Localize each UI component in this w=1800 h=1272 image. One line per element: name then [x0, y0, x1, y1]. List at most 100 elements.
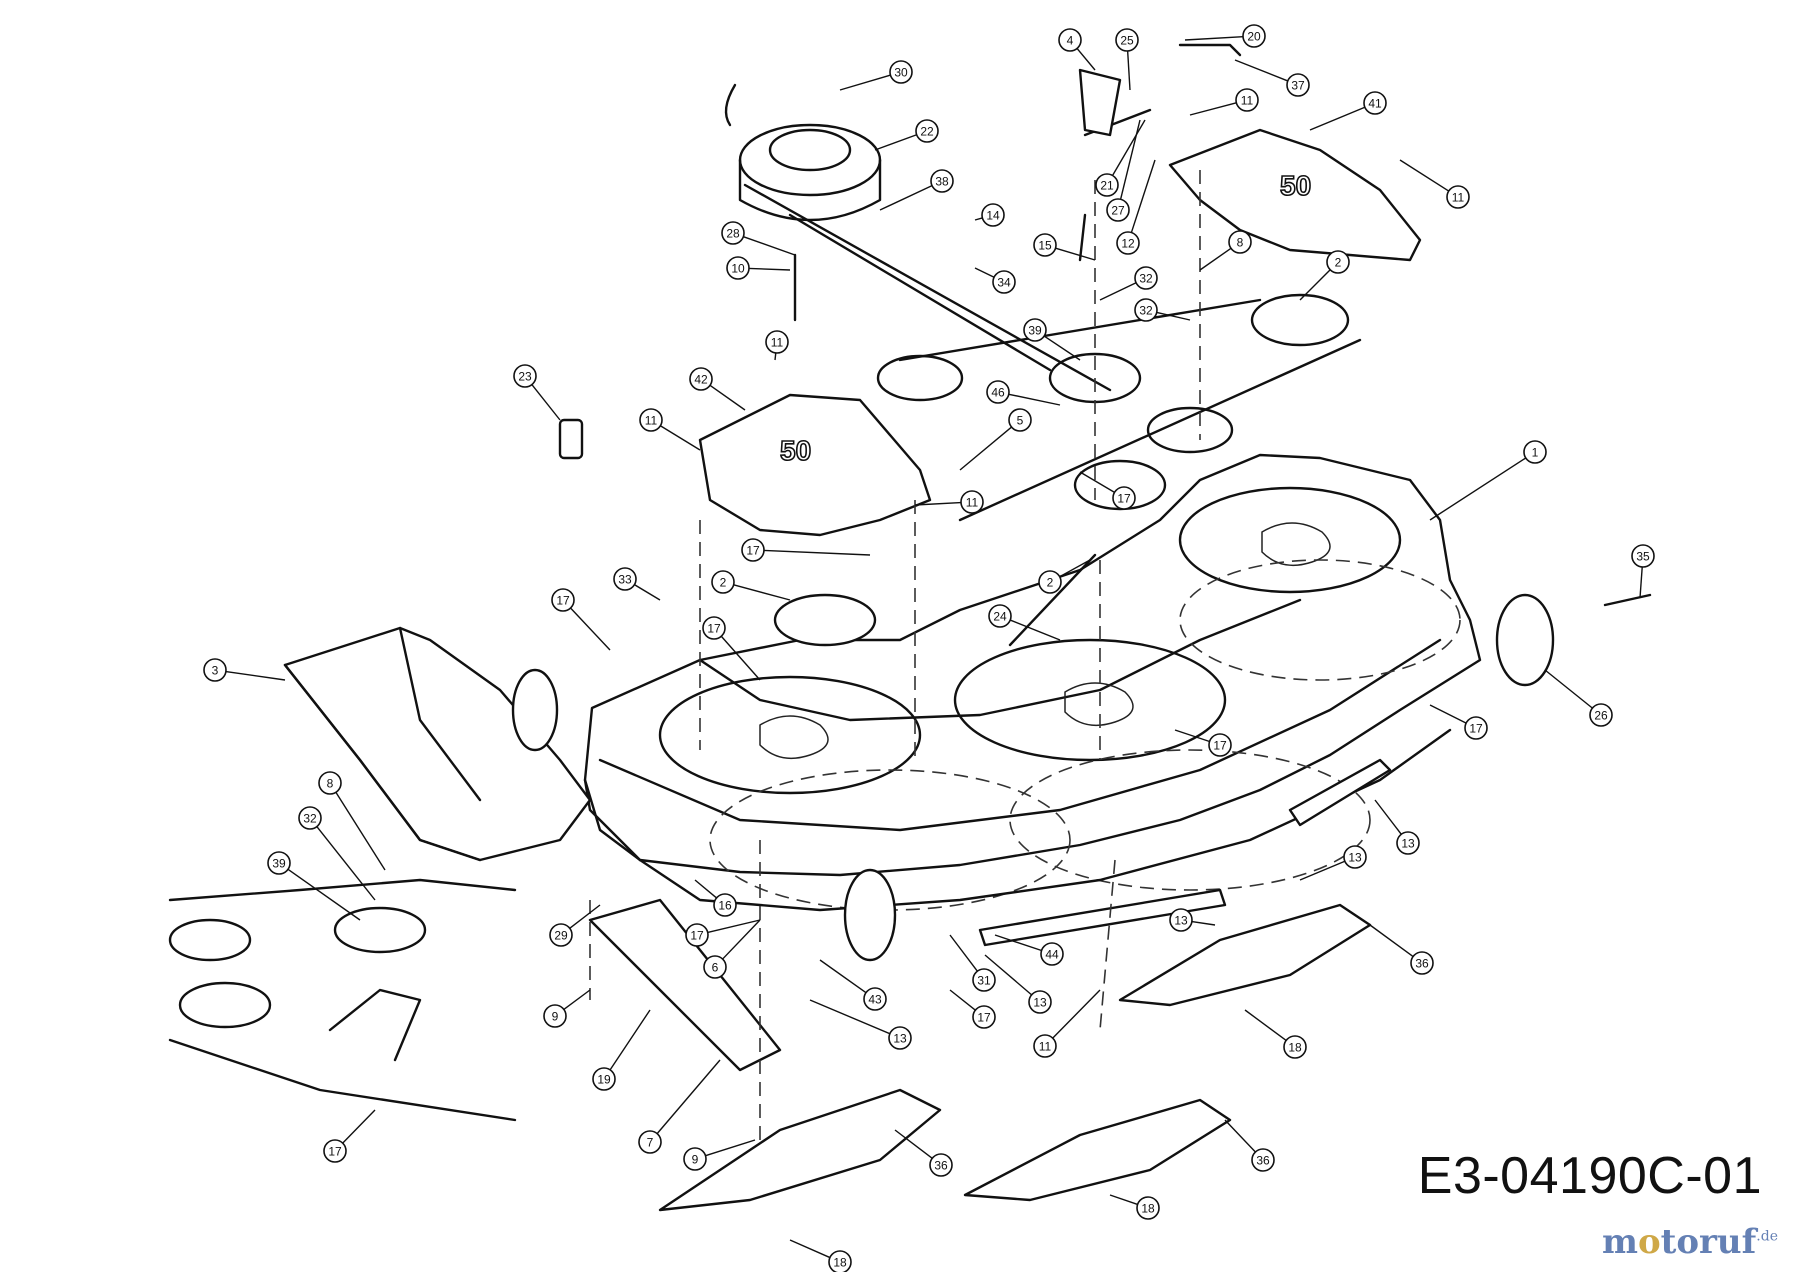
callout-leader [342, 1109, 376, 1144]
callout-11: 11 [914, 490, 984, 514]
callout-leader [974, 267, 995, 278]
callout-2: 2 [1299, 250, 1350, 301]
callout-number: 23 [518, 370, 532, 384]
callout-leader [959, 426, 1012, 471]
callout-leader [1043, 335, 1081, 361]
callout-leader [1099, 282, 1137, 301]
callout-number: 18 [1141, 1202, 1155, 1216]
callout-number: 17 [977, 1011, 991, 1025]
callout-number: 42 [694, 373, 708, 387]
callout-leader [774, 352, 777, 361]
callout-35: 35 [1631, 544, 1655, 599]
callout-leader [789, 1239, 831, 1259]
belt-guard-right: 50 [1168, 128, 1422, 262]
callout-leader [709, 384, 746, 411]
callout-17: 17 [702, 616, 761, 681]
callout-leader [720, 635, 761, 681]
callout-18: 18 [1244, 1009, 1307, 1059]
callout-bubble [1095, 173, 1119, 197]
callout-bubble [685, 923, 709, 947]
callout-18: 18 [789, 1239, 852, 1272]
callout-leader [335, 791, 386, 871]
callout-bubble [992, 270, 1016, 294]
callout-leader [1174, 729, 1210, 743]
callout-number: 3 [212, 664, 219, 678]
callout-leader [1429, 704, 1467, 724]
callout-number: 11 [1039, 1040, 1052, 1054]
callout-4: 4 [1058, 28, 1096, 71]
callout-number: 6 [712, 961, 719, 975]
callout-13: 13 [1374, 799, 1420, 855]
callout-number: 22 [920, 125, 934, 139]
callout-number: 32 [303, 812, 317, 826]
callout-14: 14 [974, 203, 1005, 227]
callout-number: 39 [272, 857, 286, 871]
callout-bubble [726, 256, 750, 280]
callout-11: 11 [1189, 88, 1259, 116]
callout-number: 11 [771, 336, 784, 350]
callout-number: 17 [328, 1145, 342, 1159]
callout-bubble [1136, 1196, 1160, 1220]
callout-17: 17 [1174, 729, 1232, 757]
callout-36: 36 [1369, 924, 1434, 975]
callout-43: 43 [819, 959, 887, 1011]
inset-detail-view [168, 878, 517, 1122]
callout-17: 17 [1429, 704, 1488, 740]
callout-bubble [765, 330, 789, 354]
callout-number: 27 [1111, 204, 1125, 218]
callout-2: 2 [1038, 559, 1091, 594]
callout-bubble [1169, 908, 1193, 932]
callout-bubble [1286, 73, 1310, 97]
callout-number: 11 [966, 496, 979, 510]
drawing-code: E3-04190C-01 [1417, 1147, 1762, 1205]
callout-bubble [1446, 185, 1470, 209]
callout-26: 26 [1544, 669, 1613, 727]
callout-leader [656, 1059, 721, 1135]
callout-11: 11 [765, 330, 789, 361]
callout-31: 31 [949, 934, 996, 992]
callout-bubble [1028, 990, 1052, 1014]
callout-number: 11 [1452, 191, 1465, 205]
callout-bubble [1008, 408, 1032, 432]
callout-number: 44 [1045, 948, 1059, 962]
callout-leader [531, 384, 561, 421]
callout-bubble [863, 987, 887, 1011]
callout-17: 17 [551, 588, 611, 651]
callout-leader [1109, 1194, 1138, 1206]
callout-bubble [1363, 91, 1387, 115]
callout-number: 5 [1017, 414, 1024, 428]
site-watermark: motoruf.de [1602, 1222, 1778, 1262]
callout-leader [1055, 247, 1096, 261]
callout-number: 17 [1117, 492, 1131, 506]
callout-17: 17 [1079, 471, 1136, 510]
callout-39: 39 [1023, 318, 1081, 361]
callout-leader [1189, 102, 1237, 116]
callout-9: 9 [543, 989, 591, 1028]
pulley-group [773, 293, 1350, 647]
callout-bubble [713, 893, 737, 917]
callout-leader [879, 185, 933, 211]
callout-number: 19 [597, 1073, 611, 1087]
callout-number: 17 [1469, 722, 1483, 736]
callout-number: 24 [993, 610, 1007, 624]
callout-bubble [1033, 233, 1057, 257]
callout-number: 14 [986, 209, 1000, 223]
callout-bubble [986, 380, 1010, 404]
callout-bubble [1106, 198, 1130, 222]
callout-21: 21 [1095, 119, 1146, 197]
callout-bubble [960, 490, 984, 514]
callout-bubble [1242, 24, 1266, 48]
electric-clutch [724, 83, 882, 222]
callout-39: 39 [267, 851, 361, 921]
callout-bubble [1589, 703, 1613, 727]
callout-leader [1059, 559, 1091, 578]
callout-bubble [638, 1130, 662, 1154]
callout-number: 31 [977, 974, 991, 988]
callout-leader [287, 868, 361, 921]
watermark-part-b: o [1637, 1222, 1661, 1262]
callout-number: 4 [1067, 34, 1074, 48]
callout-13: 13 [1299, 845, 1367, 881]
callout-number: 39 [1028, 324, 1042, 338]
